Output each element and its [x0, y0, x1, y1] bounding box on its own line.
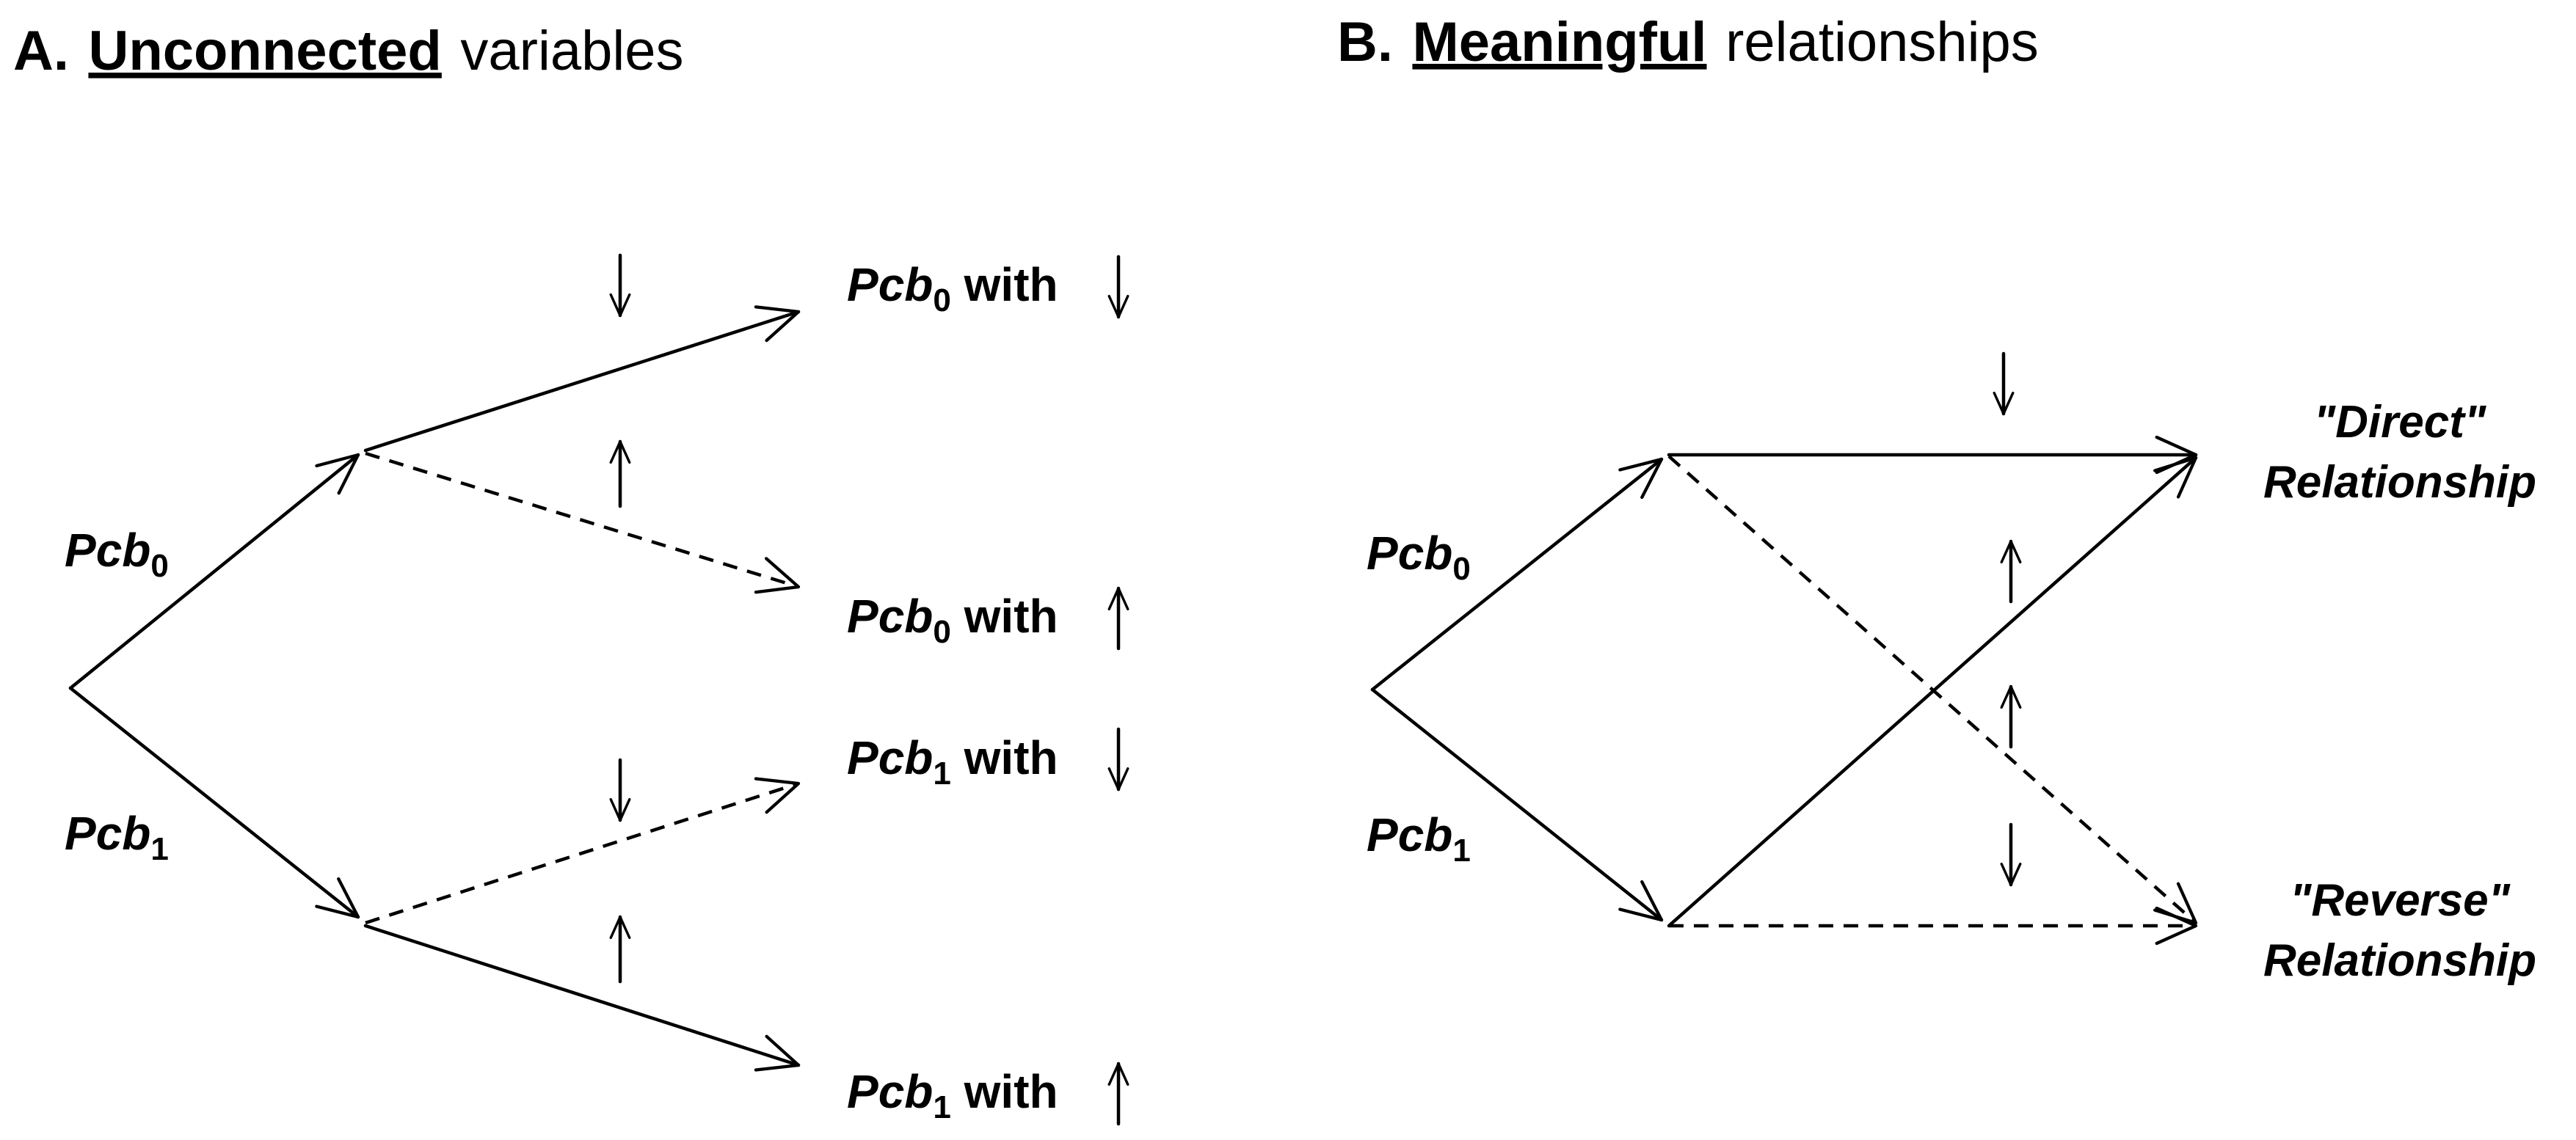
panel-a-keyword: Unconnected — [88, 20, 441, 82]
panel-a-letter: A. — [13, 20, 69, 82]
direct-relationship-label: "Direct" Relationship — [2263, 397, 2536, 508]
svg-text:"Direct": "Direct" — [2314, 397, 2487, 447]
label-pcb0-b: Pcb0 — [1367, 527, 1471, 587]
arrow-root-to-pcb0 — [68, 453, 360, 690]
panel-b-rest: relationships — [1710, 11, 2039, 73]
svg-text:Pcb0 with: Pcb0 with — [847, 590, 1058, 650]
arrow-root-to-pcb1 — [68, 686, 360, 919]
label-pcb1-a: Pcb1 — [65, 807, 169, 867]
outcome-2: Pcb0 with — [847, 586, 1129, 651]
reverse-relationship-label: "Reverse" Relationship — [2263, 875, 2536, 986]
panel-b-letter: B. — [1337, 11, 1393, 73]
svg-text:Pcb1 with: Pcb1 with — [847, 731, 1058, 792]
arrow-pcb1-to-up — [363, 924, 801, 1072]
panel-b-keyword: Meaningful — [1412, 11, 1706, 73]
panel-b-title: B. Meaningful relationships — [1337, 11, 2039, 73]
outcome-3: Pcb1 with — [847, 727, 1129, 792]
svg-text:Relationship: Relationship — [2263, 935, 2536, 986]
panel-a-title: A. Unconnected variables — [13, 20, 684, 82]
arrow-pcb1-to-down — [365, 777, 801, 925]
arrow-root-to-pcb0-b — [1370, 457, 1664, 692]
panel-a-rest: variables — [445, 20, 683, 82]
label-pcb1-b: Pcb1 — [1367, 808, 1471, 869]
arrow-pcb0-to-down — [363, 305, 801, 453]
panel-a: A. Unconnected variables Pcb0 Pcb1 Pcb0 … — [13, 20, 1129, 1126]
svg-text:"Reverse": "Reverse" — [2290, 875, 2511, 926]
outcome-1: Pcb0 with — [847, 255, 1129, 319]
svg-text:Pcb0 with: Pcb0 with — [847, 258, 1058, 318]
arrow-root-to-pcb1-b — [1370, 687, 1664, 922]
outcome-4: Pcb1 with — [847, 1062, 1129, 1126]
panel-b: B. Meaningful relationships Pcb0 Pcb1 "D… — [1337, 11, 2536, 986]
svg-text:Pcb1 with: Pcb1 with — [847, 1065, 1058, 1125]
arrow-pcb0-to-up — [365, 451, 801, 594]
arrow-pcb0-to-reverse — [1667, 455, 2198, 925]
svg-text:Relationship: Relationship — [2263, 457, 2536, 508]
label-pcb0-a: Pcb0 — [65, 524, 169, 584]
